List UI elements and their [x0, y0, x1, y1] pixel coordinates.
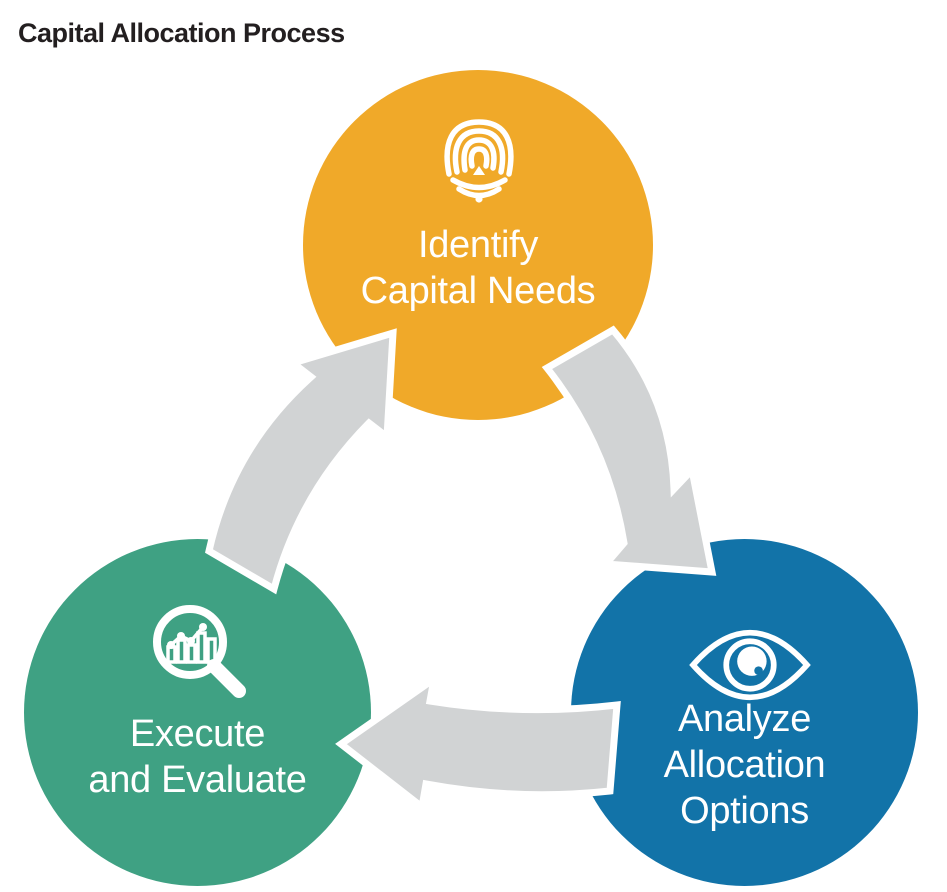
label-line: Identify — [417, 224, 539, 266]
node-execute-label: Execute and Evaluate — [24, 711, 371, 803]
node-analyze-allocation-options — [571, 539, 918, 886]
label-line: Analyze — [677, 698, 812, 740]
label-line: Allocation — [663, 744, 826, 786]
label-line: Options — [680, 790, 809, 832]
chart-line — [169, 625, 205, 647]
eye-icon — [689, 629, 811, 701]
chart-line-dots — [167, 623, 207, 649]
fingerprint-delta — [473, 166, 485, 175]
magnifier-chart-icon — [153, 605, 246, 698]
fingerprint-icon — [444, 119, 514, 203]
node-identify-label: Identify Capital Needs — [303, 222, 653, 314]
eye-pupil-dot — [754, 666, 763, 675]
page-title: Capital Allocation Process — [18, 18, 345, 48]
node-analyze-label: Analyze Allocation Options — [571, 696, 918, 834]
magnifier-lens — [153, 605, 227, 679]
magnifier-handle — [207, 659, 246, 698]
fingerprint-dot — [475, 195, 483, 203]
label-line: Execute — [129, 713, 266, 755]
node-execute-and-evaluate — [24, 539, 371, 886]
chart-bars — [166, 631, 217, 664]
label-line: and Evaluate — [88, 759, 307, 801]
label-line: Capital Needs — [360, 270, 596, 312]
